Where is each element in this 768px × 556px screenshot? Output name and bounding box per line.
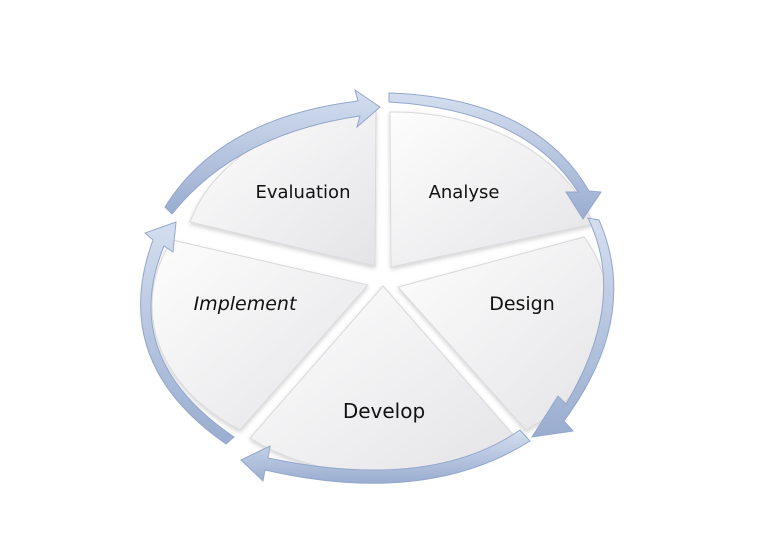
arrow-evaluation-to-analyse	[164, 88, 381, 215]
arrow-implement-to-evaluation	[140, 221, 235, 445]
cycle-arrows	[140, 88, 615, 484]
label-implement: Implement	[194, 293, 298, 315]
arrow-analyse-to-design	[388, 92, 602, 220]
arrow-develop-to-implement	[240, 429, 531, 484]
label-analyse: Analyse	[429, 182, 500, 203]
label-develop: Develop	[343, 399, 425, 423]
label-evaluation: Evaluation	[256, 182, 351, 203]
label-design: Design	[489, 293, 555, 315]
segment-implement	[151, 239, 369, 431]
arrow-design-to-develop	[530, 217, 615, 438]
